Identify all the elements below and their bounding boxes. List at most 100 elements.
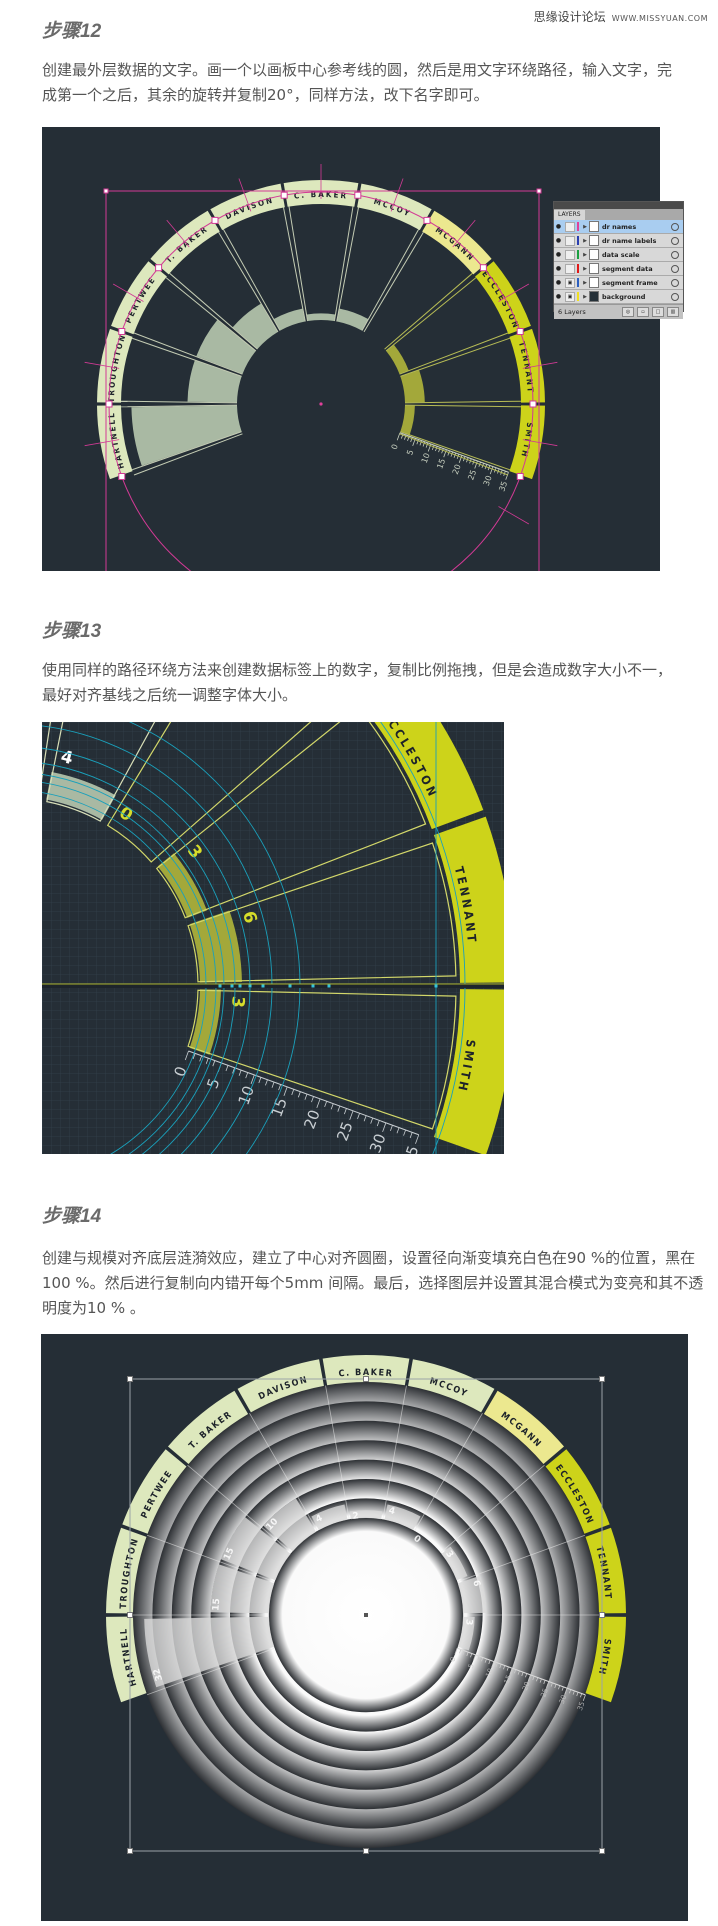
visibility-eye-icon[interactable]: ● xyxy=(555,279,562,286)
scale-tick xyxy=(370,1117,374,1124)
visibility-eye-icon[interactable]: ● xyxy=(555,293,562,300)
scale-tick xyxy=(238,1070,242,1076)
lock-toggle[interactable] xyxy=(565,235,575,246)
layer-name[interactable]: dr name labels xyxy=(602,236,657,245)
locate-object-icon[interactable]: ◎ xyxy=(622,307,634,317)
path-type-bracket xyxy=(498,506,530,525)
scale-tick xyxy=(525,1673,528,1678)
scale-tick xyxy=(499,1664,502,1669)
lock-toggle[interactable] xyxy=(565,221,575,232)
target-circle-icon[interactable] xyxy=(671,250,679,259)
expand-triangle-icon[interactable]: ▶ xyxy=(583,251,587,258)
scale-label: 30 xyxy=(558,1694,569,1705)
scale-tick xyxy=(454,1648,458,1655)
scale-tick xyxy=(363,1115,367,1122)
target-circle-icon[interactable] xyxy=(671,222,679,231)
target-circle-icon[interactable] xyxy=(671,278,679,287)
scale-tick xyxy=(582,1694,586,1702)
data-wedge xyxy=(349,1510,383,1520)
scale-label: 20 xyxy=(521,1681,532,1692)
scale-tick xyxy=(283,1086,288,1097)
data-value-label: 0 xyxy=(411,1534,422,1546)
scale-label: 30 xyxy=(482,474,494,487)
make-clipping-mask-icon[interactable]: ▫ xyxy=(637,307,649,317)
name-ring-segment xyxy=(122,1449,187,1534)
step-12-text: 创建最外层数据的文字。画一个以画板中心参考线的圆，然后是用文字环绕路径，输入文字… xyxy=(42,61,673,104)
visibility-eye-icon[interactable]: ● xyxy=(555,251,562,258)
layer-row[interactable]: ● ▶ dr names xyxy=(554,220,683,234)
selection-bounding-box xyxy=(105,190,540,571)
data-wedge xyxy=(46,772,116,820)
segment-divider xyxy=(382,1385,407,1520)
layers-tab[interactable]: LAYERS xyxy=(554,210,585,220)
scale-tick xyxy=(466,1652,469,1657)
new-layer-icon[interactable]: □ xyxy=(652,307,664,317)
scale-tick xyxy=(419,440,423,446)
visibility-eye-icon[interactable]: ● xyxy=(555,265,562,272)
layer-name[interactable]: segment frame xyxy=(602,278,658,287)
layer-row[interactable]: ●▣ ▶ segment frame xyxy=(554,276,683,290)
scale-tick xyxy=(438,447,441,453)
layer-color-swatch xyxy=(577,250,579,259)
data-wedge xyxy=(311,1504,348,1531)
visibility-eye-icon[interactable]: ● xyxy=(555,223,562,230)
layer-row[interactable]: ● ▶ data scale xyxy=(554,248,683,262)
layer-row[interactable]: ● ▶ segment data xyxy=(554,262,683,276)
layers-panel[interactable]: LAYERS ● ▶ dr names ● ▶ dr name labels ● ▶ data … xyxy=(553,201,684,319)
name-ring-segment xyxy=(433,989,504,1154)
target-circle-icon[interactable] xyxy=(671,292,679,301)
segment-divider xyxy=(169,272,258,350)
layer-row[interactable]: ● ▶ dr name labels xyxy=(554,234,683,248)
expand-triangle-icon[interactable]: ▶ xyxy=(583,293,587,300)
bbox-handle xyxy=(127,1376,133,1382)
segment-divider xyxy=(440,1464,545,1553)
data-wedge xyxy=(144,1616,275,1688)
segment-divider xyxy=(218,231,279,333)
data-wedge xyxy=(457,1575,487,1614)
scale-label: 35 xyxy=(399,1143,422,1154)
expand-triangle-icon[interactable]: ▶ xyxy=(583,223,587,230)
lock-icon[interactable]: ▣ xyxy=(565,277,575,288)
layer-name[interactable]: data scale xyxy=(602,250,640,259)
name-ring-segment xyxy=(433,816,504,983)
path-anchor-handle xyxy=(529,400,537,408)
lock-toggle[interactable] xyxy=(565,249,575,260)
segment-divider xyxy=(146,1534,275,1583)
layer-name[interactable]: segment data xyxy=(602,264,653,273)
data-value-label: 4 xyxy=(59,747,75,769)
layer-row[interactable]: ●▣ ▶ background xyxy=(554,290,683,304)
scale-tick xyxy=(390,1125,393,1131)
segment-frame xyxy=(155,722,427,919)
scale-tick xyxy=(543,1680,546,1685)
lock-icon[interactable]: ▣ xyxy=(565,291,575,302)
layers-count: 6 Layers xyxy=(558,308,586,316)
guide-anchor xyxy=(248,984,252,988)
scale-label: 25 xyxy=(333,1119,356,1143)
name-ring-segment xyxy=(357,183,432,231)
segment-divider xyxy=(121,404,238,408)
target-circle-icon[interactable] xyxy=(671,236,679,245)
expand-triangle-icon[interactable]: ▶ xyxy=(583,237,587,244)
layer-thumbnail xyxy=(589,291,599,302)
scale-label: 5 xyxy=(467,1663,476,1670)
data-value-label: 2 xyxy=(352,1511,359,1522)
scale-label: 30 xyxy=(366,1131,389,1154)
path-anchor-handle xyxy=(354,191,362,199)
layer-name[interactable]: dr names xyxy=(602,222,637,231)
segment-divider xyxy=(336,207,359,322)
scale-tick xyxy=(431,445,435,450)
panel-title-bar[interactable] xyxy=(554,202,683,209)
lock-toggle[interactable] xyxy=(565,263,575,274)
path-anchor-handle xyxy=(516,473,524,481)
scale-tick xyxy=(225,1065,229,1072)
target-circle-icon[interactable] xyxy=(671,264,679,273)
expand-triangle-icon[interactable]: ▶ xyxy=(583,265,587,272)
scale-label: 25 xyxy=(539,1687,550,1698)
scale-tick xyxy=(245,1072,249,1079)
trash-icon[interactable]: ▥ xyxy=(667,307,679,317)
layer-thumbnail xyxy=(589,249,599,260)
visibility-eye-icon[interactable]: ● xyxy=(555,237,562,244)
layer-name[interactable]: background xyxy=(602,292,646,301)
expand-triangle-icon[interactable]: ▶ xyxy=(583,279,587,286)
